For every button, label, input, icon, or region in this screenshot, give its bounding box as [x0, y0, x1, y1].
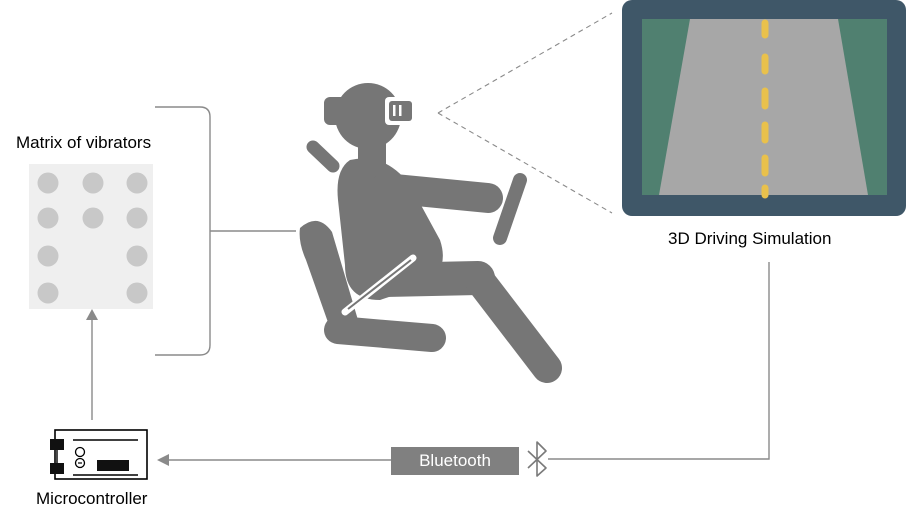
simulation-to-bluetooth-line [548, 262, 770, 460]
microcontroller-label: Microcontroller [36, 489, 148, 508]
vibrator-dot [37, 245, 59, 267]
bluetooth-to-micro-arrowhead [157, 454, 169, 466]
matrix-bracket [155, 106, 211, 356]
bluetooth-label: Bluetooth [391, 447, 519, 475]
vibrator-dot [82, 172, 104, 194]
matrix-label: Matrix of vibrators [16, 133, 152, 152]
vibrator-dot [37, 282, 59, 304]
vibrator-dot [82, 207, 104, 229]
vibrator-dot [126, 282, 148, 304]
vibrator-dot [37, 207, 59, 229]
view-cone-bottom [437, 112, 613, 214]
micro-to-matrix-arrowhead [86, 309, 98, 320]
vibrator-dot [126, 172, 148, 194]
vibrator-dot [126, 207, 148, 229]
simulation-label: 3D Driving Simulation [668, 229, 832, 248]
vr-driver-icon [299, 83, 562, 383]
bluetooth-icon [527, 441, 547, 477]
microcontroller-board-icon [50, 429, 148, 480]
view-cone-top [437, 12, 613, 114]
vibrator-dots [37, 172, 148, 304]
vibrator-dot [37, 172, 59, 194]
vibrator-dot [126, 245, 148, 267]
seatbelt-strap [347, 259, 412, 310]
